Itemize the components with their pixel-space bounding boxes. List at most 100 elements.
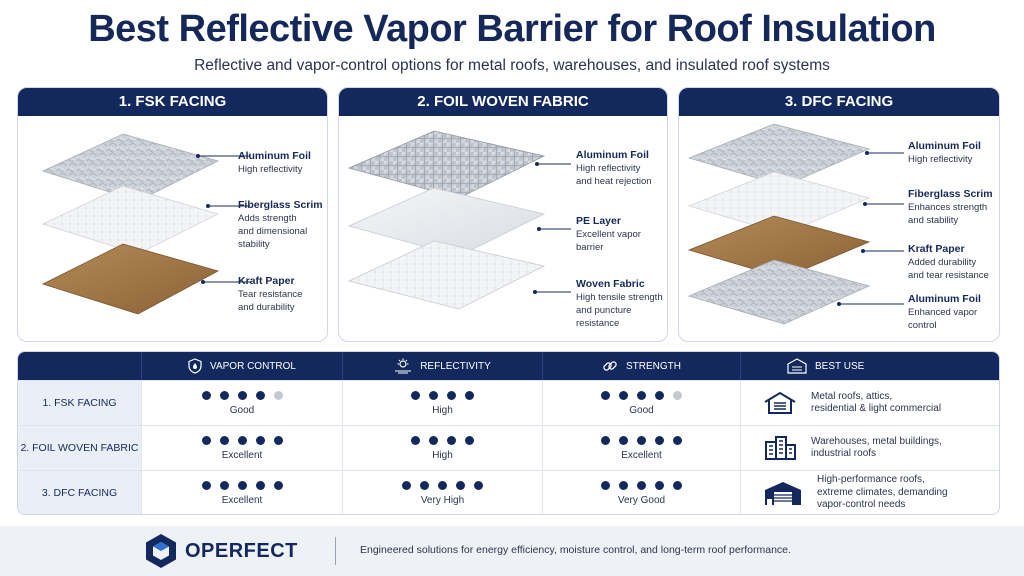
rating-dot-filled xyxy=(255,435,265,445)
rating-dot-filled xyxy=(429,390,438,400)
aluminum-foil-layer xyxy=(687,123,871,187)
header-best-use: BEST USE xyxy=(740,352,999,380)
rating-dot-filled xyxy=(411,390,420,400)
footer-tagline: Engineered solutions for energy efficien… xyxy=(360,544,791,556)
row-name: 3. DFC FACING xyxy=(18,471,141,514)
card-title: 3. DFC FACING xyxy=(679,88,999,116)
rating-dot-filled xyxy=(438,480,447,490)
rating-dot-filled xyxy=(219,435,229,445)
footer-divider xyxy=(335,537,336,565)
page-title: Best Reflective Vapor Barrier for Roof I… xyxy=(88,8,936,50)
rating-dot-filled xyxy=(465,435,474,445)
water-drop-shield-icon xyxy=(188,358,202,374)
comparison-table: VAPOR CONTROL REFLECTIVITY STRENGTH BEST… xyxy=(17,351,1000,515)
rating-label: Excellent xyxy=(621,449,662,461)
strength-rating: Excellent xyxy=(542,426,740,470)
fiberglass-scrim-layer xyxy=(41,185,220,255)
rating-dot-filled xyxy=(273,435,283,445)
aluminum-foil-layer-bottom xyxy=(687,259,871,325)
rating-dot-filled xyxy=(673,480,682,490)
rating-dot-filled xyxy=(402,480,411,490)
rating-dot-empty xyxy=(273,390,283,400)
warehouse-outline-icon xyxy=(787,358,807,374)
rating-dot-filled xyxy=(456,480,465,490)
rating-dot-filled xyxy=(201,480,211,490)
rating-dots xyxy=(411,435,474,446)
reflectivity-rating: High xyxy=(342,426,542,470)
rating-dot-filled xyxy=(619,435,628,445)
rating-dot-filled xyxy=(411,435,420,445)
reflectivity-rating: High xyxy=(342,381,542,425)
best-use-cell: High-performance roofs, extreme climates… xyxy=(740,471,999,514)
rating-dot-filled xyxy=(465,390,474,400)
rating-label: High xyxy=(432,404,453,416)
row-name: 2. FOIL WOVEN FABRIC xyxy=(18,426,141,470)
rating-dot-filled xyxy=(237,435,247,445)
row-name: 1. FSK FACING xyxy=(18,381,141,425)
rating-dot-filled xyxy=(673,435,682,445)
foil-woven-layer-illustration xyxy=(347,130,571,310)
best-use-cell: Warehouses, metal buildings, industrial … xyxy=(740,426,999,470)
chain-link-icon xyxy=(603,361,617,371)
rating-dots xyxy=(411,390,474,401)
rating-dot-filled xyxy=(273,480,283,490)
rating-dots xyxy=(201,480,283,491)
best-use-cell: Metal roofs, attics, residential & light… xyxy=(740,381,999,425)
woven-fabric-layer xyxy=(347,240,546,310)
rating-dot-filled xyxy=(474,480,483,490)
rating-label: Good xyxy=(629,404,654,416)
aluminum-foil-layer xyxy=(41,133,220,202)
rating-dot-filled xyxy=(219,480,229,490)
pe-layer xyxy=(347,187,546,257)
rating-dots xyxy=(601,390,682,401)
brand-name: OPERFECT xyxy=(185,540,298,562)
rating-label: High xyxy=(432,449,453,461)
kraft-paper-layer xyxy=(41,243,220,315)
strength-rating: Good xyxy=(542,381,740,425)
warehouse-icon xyxy=(765,482,801,505)
rating-dot-filled xyxy=(237,390,247,400)
header-vapor-control: VAPOR CONTROL xyxy=(141,352,342,380)
page-subtitle: Reflective and vapor-control options for… xyxy=(194,57,830,74)
table-row: 3. DFC FACING Excellent Very High Very G… xyxy=(18,470,999,514)
rating-dot-filled xyxy=(219,390,229,400)
rating-dot-filled xyxy=(655,435,664,445)
header-reflectivity: REFLECTIVITY xyxy=(342,352,542,380)
best-use-text: Warehouses, metal buildings, industrial … xyxy=(811,435,942,460)
table-row: 2. FOIL WOVEN FABRIC Excellent High Exce… xyxy=(18,425,999,470)
reflectivity-rating: Very High xyxy=(342,471,542,514)
rating-dot-filled xyxy=(637,390,646,400)
rating-dot-filled xyxy=(601,435,610,445)
rating-dots xyxy=(601,435,682,446)
rating-dot-filled xyxy=(619,480,628,490)
rating-dot-filled xyxy=(637,435,646,445)
footer: OPERFECT Engineered solutions for energy… xyxy=(0,526,1024,576)
rating-label: Very High xyxy=(420,494,465,506)
rating-dots xyxy=(402,480,483,491)
rating-dot-filled xyxy=(255,390,265,400)
rating-label: Very Good xyxy=(617,494,666,506)
aluminum-foil-layer xyxy=(347,130,546,199)
rating-dot-filled xyxy=(447,390,456,400)
rating-dot-filled xyxy=(601,480,610,490)
rating-dot-filled xyxy=(637,480,646,490)
card-title: 2. FOIL WOVEN FABRIC xyxy=(339,88,667,116)
dfc-layer-illustration xyxy=(687,123,904,325)
rating-dots xyxy=(201,435,283,446)
rating-dot-filled xyxy=(447,435,456,445)
rating-dot-filled xyxy=(655,480,664,490)
house-icon xyxy=(764,391,796,414)
